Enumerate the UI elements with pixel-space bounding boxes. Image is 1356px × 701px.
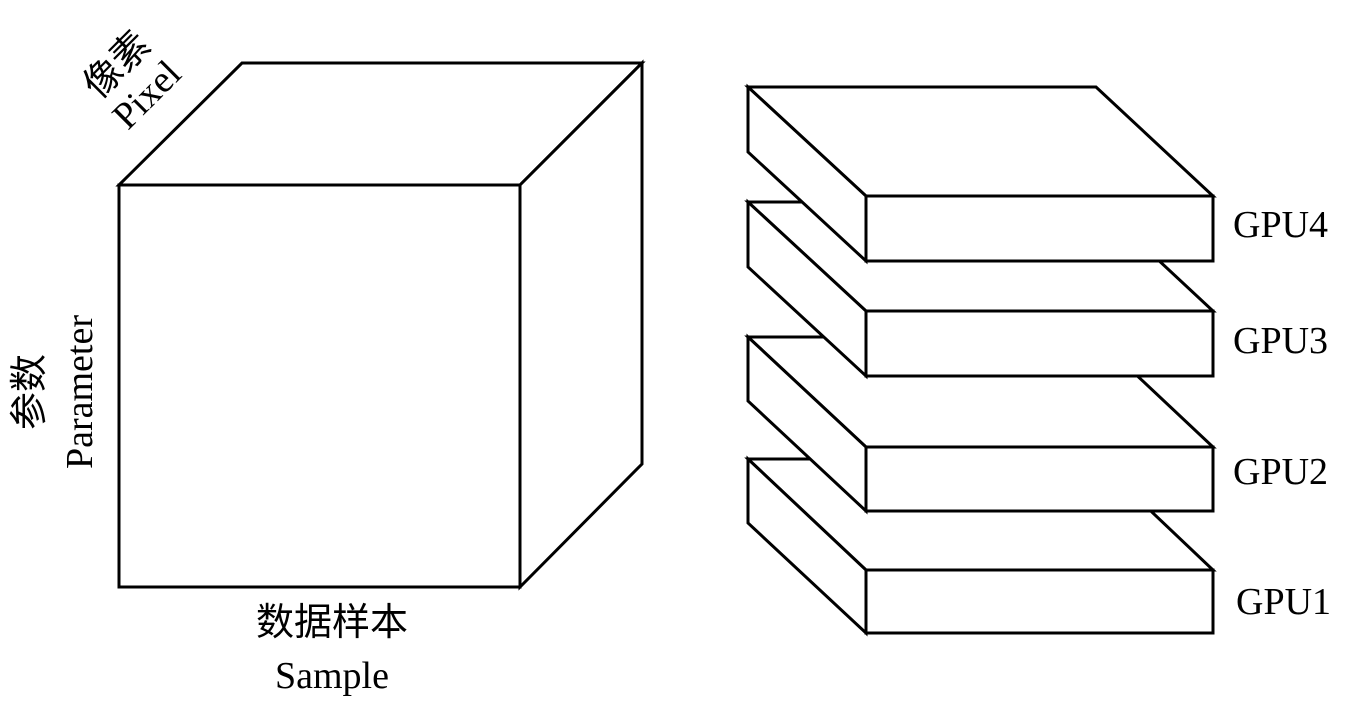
gpu-label: GPU1 (1236, 581, 1331, 623)
horizontal-axis-label-zh: 数据样本 (256, 602, 408, 644)
horizontal-axis-label-en: Sample (275, 655, 389, 697)
vertical-axis-label-zh: 参数 (9, 354, 51, 430)
slab-front-face (864, 568, 1215, 635)
gpu-label: GPU2 (1233, 451, 1328, 493)
cube-front-face (117, 183, 522, 589)
vertical-axis-label-en: Parameter (59, 315, 101, 469)
slab-front-face (864, 309, 1215, 378)
gpu-slab-2: GPU2 (744, 333, 1328, 515)
slab-front-face (864, 445, 1215, 513)
vertical-axis-label: 参数 Parameter (9, 315, 101, 469)
data-cube (115, 59, 646, 591)
depth-axis-label: 像素 Pixel (76, 24, 190, 138)
gpu-label: GPU4 (1233, 204, 1328, 246)
gpu-label: GPU3 (1233, 320, 1328, 362)
gpu-slab-4: GPU4 (744, 83, 1328, 265)
horizontal-axis-label: 数据样本 Sample (256, 602, 408, 697)
slab-front-face (864, 194, 1215, 263)
